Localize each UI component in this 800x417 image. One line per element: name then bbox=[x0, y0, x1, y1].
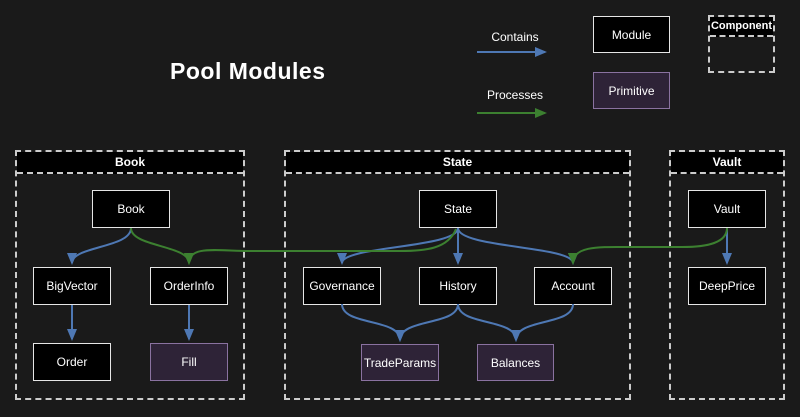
node-order: Order bbox=[33, 343, 111, 381]
node-governance-label: Governance bbox=[309, 279, 375, 293]
page-title: Pool Modules bbox=[170, 58, 326, 84]
legend-module-label: Module bbox=[611, 27, 652, 42]
node-fill: Fill bbox=[150, 343, 228, 381]
state-container-title: State bbox=[286, 152, 629, 174]
node-history-label: History bbox=[439, 279, 477, 293]
node-tradeparams: TradeParams bbox=[361, 344, 439, 381]
node-balances: Balances bbox=[477, 344, 554, 381]
node-bigvector: BigVector bbox=[33, 267, 111, 305]
node-history: History bbox=[419, 267, 497, 305]
node-book-label: Book bbox=[117, 202, 145, 216]
legend-contains-label: Contains bbox=[491, 30, 539, 44]
node-orderinfo-label: OrderInfo bbox=[163, 279, 215, 293]
book-container: Book bbox=[15, 150, 245, 400]
node-state: State bbox=[419, 190, 497, 228]
legend-component-box: Component bbox=[708, 15, 775, 73]
legend-primitive-label: Primitive bbox=[608, 83, 655, 98]
node-deepprice: DeepPrice bbox=[688, 267, 766, 305]
legend-primitive-box: Primitive bbox=[593, 72, 670, 109]
legend-processes-label: Processes bbox=[486, 88, 544, 102]
node-fill-label: Fill bbox=[181, 355, 197, 369]
vault-container: Vault bbox=[669, 150, 785, 400]
node-book: Book bbox=[92, 190, 170, 228]
node-order-label: Order bbox=[56, 355, 88, 369]
node-governance: Governance bbox=[303, 267, 381, 305]
node-account: Account bbox=[534, 267, 612, 305]
node-vault: Vault bbox=[688, 190, 766, 228]
node-balances-label: Balances bbox=[490, 355, 541, 370]
legend-module-box: Module bbox=[593, 16, 670, 53]
node-bigvector-label: BigVector bbox=[46, 279, 98, 293]
node-account-label: Account bbox=[551, 279, 595, 293]
node-state-label: State bbox=[443, 202, 473, 216]
node-vault-label: Vault bbox=[713, 202, 741, 216]
node-orderinfo: OrderInfo bbox=[150, 267, 228, 305]
node-tradeparams-label: TradeParams bbox=[363, 355, 437, 370]
state-container: State bbox=[284, 150, 631, 400]
legend-component-label: Component bbox=[710, 17, 773, 37]
vault-container-title: Vault bbox=[671, 152, 783, 174]
book-container-title: Book bbox=[17, 152, 243, 174]
node-deepprice-label: DeepPrice bbox=[698, 279, 756, 293]
